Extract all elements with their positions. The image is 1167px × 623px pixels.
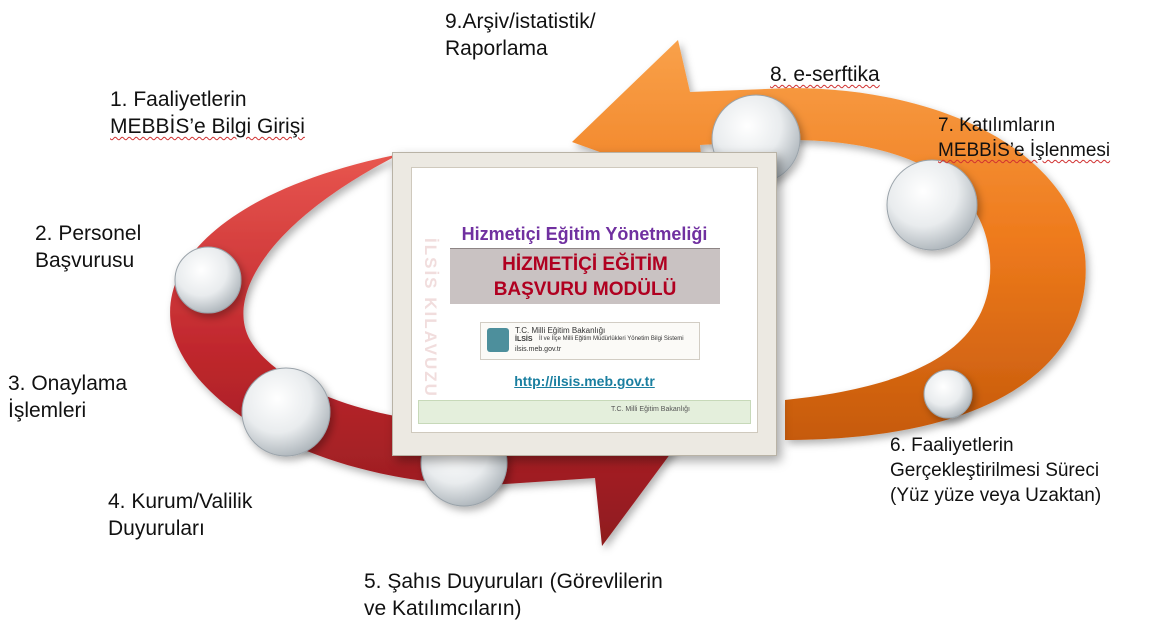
label-step-2-line1: 2. Personel [35,222,142,245]
node-step-2 [174,246,242,314]
label-step-3: 3. Onaylama İşlemleri [8,370,127,424]
central-document-image: İLSİS KILAVUZU Hizmetiçi Eğitim Yönetmel… [392,152,777,456]
label-step-7-line2: MEBBİS’e İşlenmesi [938,140,1111,161]
label-step-1-line1: 1. Faaliyetlerin [110,88,247,111]
label-step-3-line2: İşlemleri [8,399,87,422]
label-step-6-line1: 6. Faaliyetlerin [890,435,1014,456]
label-step-3-line1: 3. Onaylama [8,372,128,395]
orange-cycle-arrow [572,40,1086,440]
node-step-3 [241,367,331,457]
system-description: İl ve İlçe Milli Eğitim Müdürlükleri Yön… [539,336,684,342]
document-page: İLSİS KILAVUZU Hizmetiçi Eğitim Yönetmel… [411,167,758,433]
module-banner-line2: BAŞVURU MODÜLÜ [493,279,677,300]
label-step-6-line3: (Yüz yüze veya Uzaktan) [890,485,1102,506]
label-step-7-line1: 7. Katılımların [938,115,1056,136]
label-step-9-line1: 9.Arşiv/istatistik/ [445,10,596,33]
label-step-1-line2: MEBBİS’e Bilgi Girişi [110,115,305,138]
footer-text: T.C. Milli Eğitim Bakanlığı [611,406,690,413]
label-step-5-line1: 5. Şahıs Duyuruları (Görevlilerin [364,570,663,593]
label-step-5-line2: ve Katılımcıların) [364,597,522,620]
document-title: Hizmetiçi Eğitim Yönetmeliği [461,224,708,244]
label-step-4: 4. Kurum/Valilik Duyuruları [108,488,252,542]
label-step-9: 9.Arşiv/istatistik/ Raporlama [445,8,596,62]
label-step-5: 5. Şahıs Duyuruları (Görevlilerin ve Kat… [364,568,663,622]
document-footer: T.C. Milli Eğitim Bakanlığı [418,400,751,424]
label-step-6-line2: Gerçekleştirilmesi Süreci [890,460,1100,481]
system-site: ilsis.meb.gov.tr [515,346,562,353]
ilsis-url-link[interactable]: http://ilsis.meb.gov.tr [514,373,655,389]
label-step-6: 6. Faaliyetlerin Gerçekleştirilmesi Süre… [890,433,1101,508]
ilsis-logo-box: T.C. Milli Eğitim Bakanlığı İLSİS İl ve … [480,322,700,360]
label-step-7: 7. Katılımların MEBBİS’e İşlenmesi [938,113,1110,163]
ilsis-logo-icon [487,328,509,352]
label-step-2-line2: Başvurusu [35,249,135,272]
system-name: İLSİS [515,336,533,343]
label-step-8-line1: 8. e-serftika [770,63,880,86]
node-step-7 [886,159,978,251]
label-step-4-line1: 4. Kurum/Valilik [108,490,253,513]
label-step-8: 8. e-serftika [770,61,880,88]
label-step-9-line2: Raporlama [445,37,548,60]
label-step-4-line2: Duyuruları [108,517,205,540]
document-watermark: İLSİS KILAVUZU [421,238,440,398]
label-step-2: 2. Personel Başvurusu [35,220,141,274]
label-step-1: 1. Faaliyetlerin MEBBİS’e Bilgi Girişi [110,86,305,140]
module-banner-line1: HİZMETİÇİ EĞİTİM [502,254,668,275]
module-banner: HİZMETİÇİ EĞİTİM BAŞVURU MODÜLÜ [450,248,720,304]
ministry-name: T.C. Milli Eğitim Bakanlığı [515,326,606,335]
node-step-6 [923,369,973,419]
